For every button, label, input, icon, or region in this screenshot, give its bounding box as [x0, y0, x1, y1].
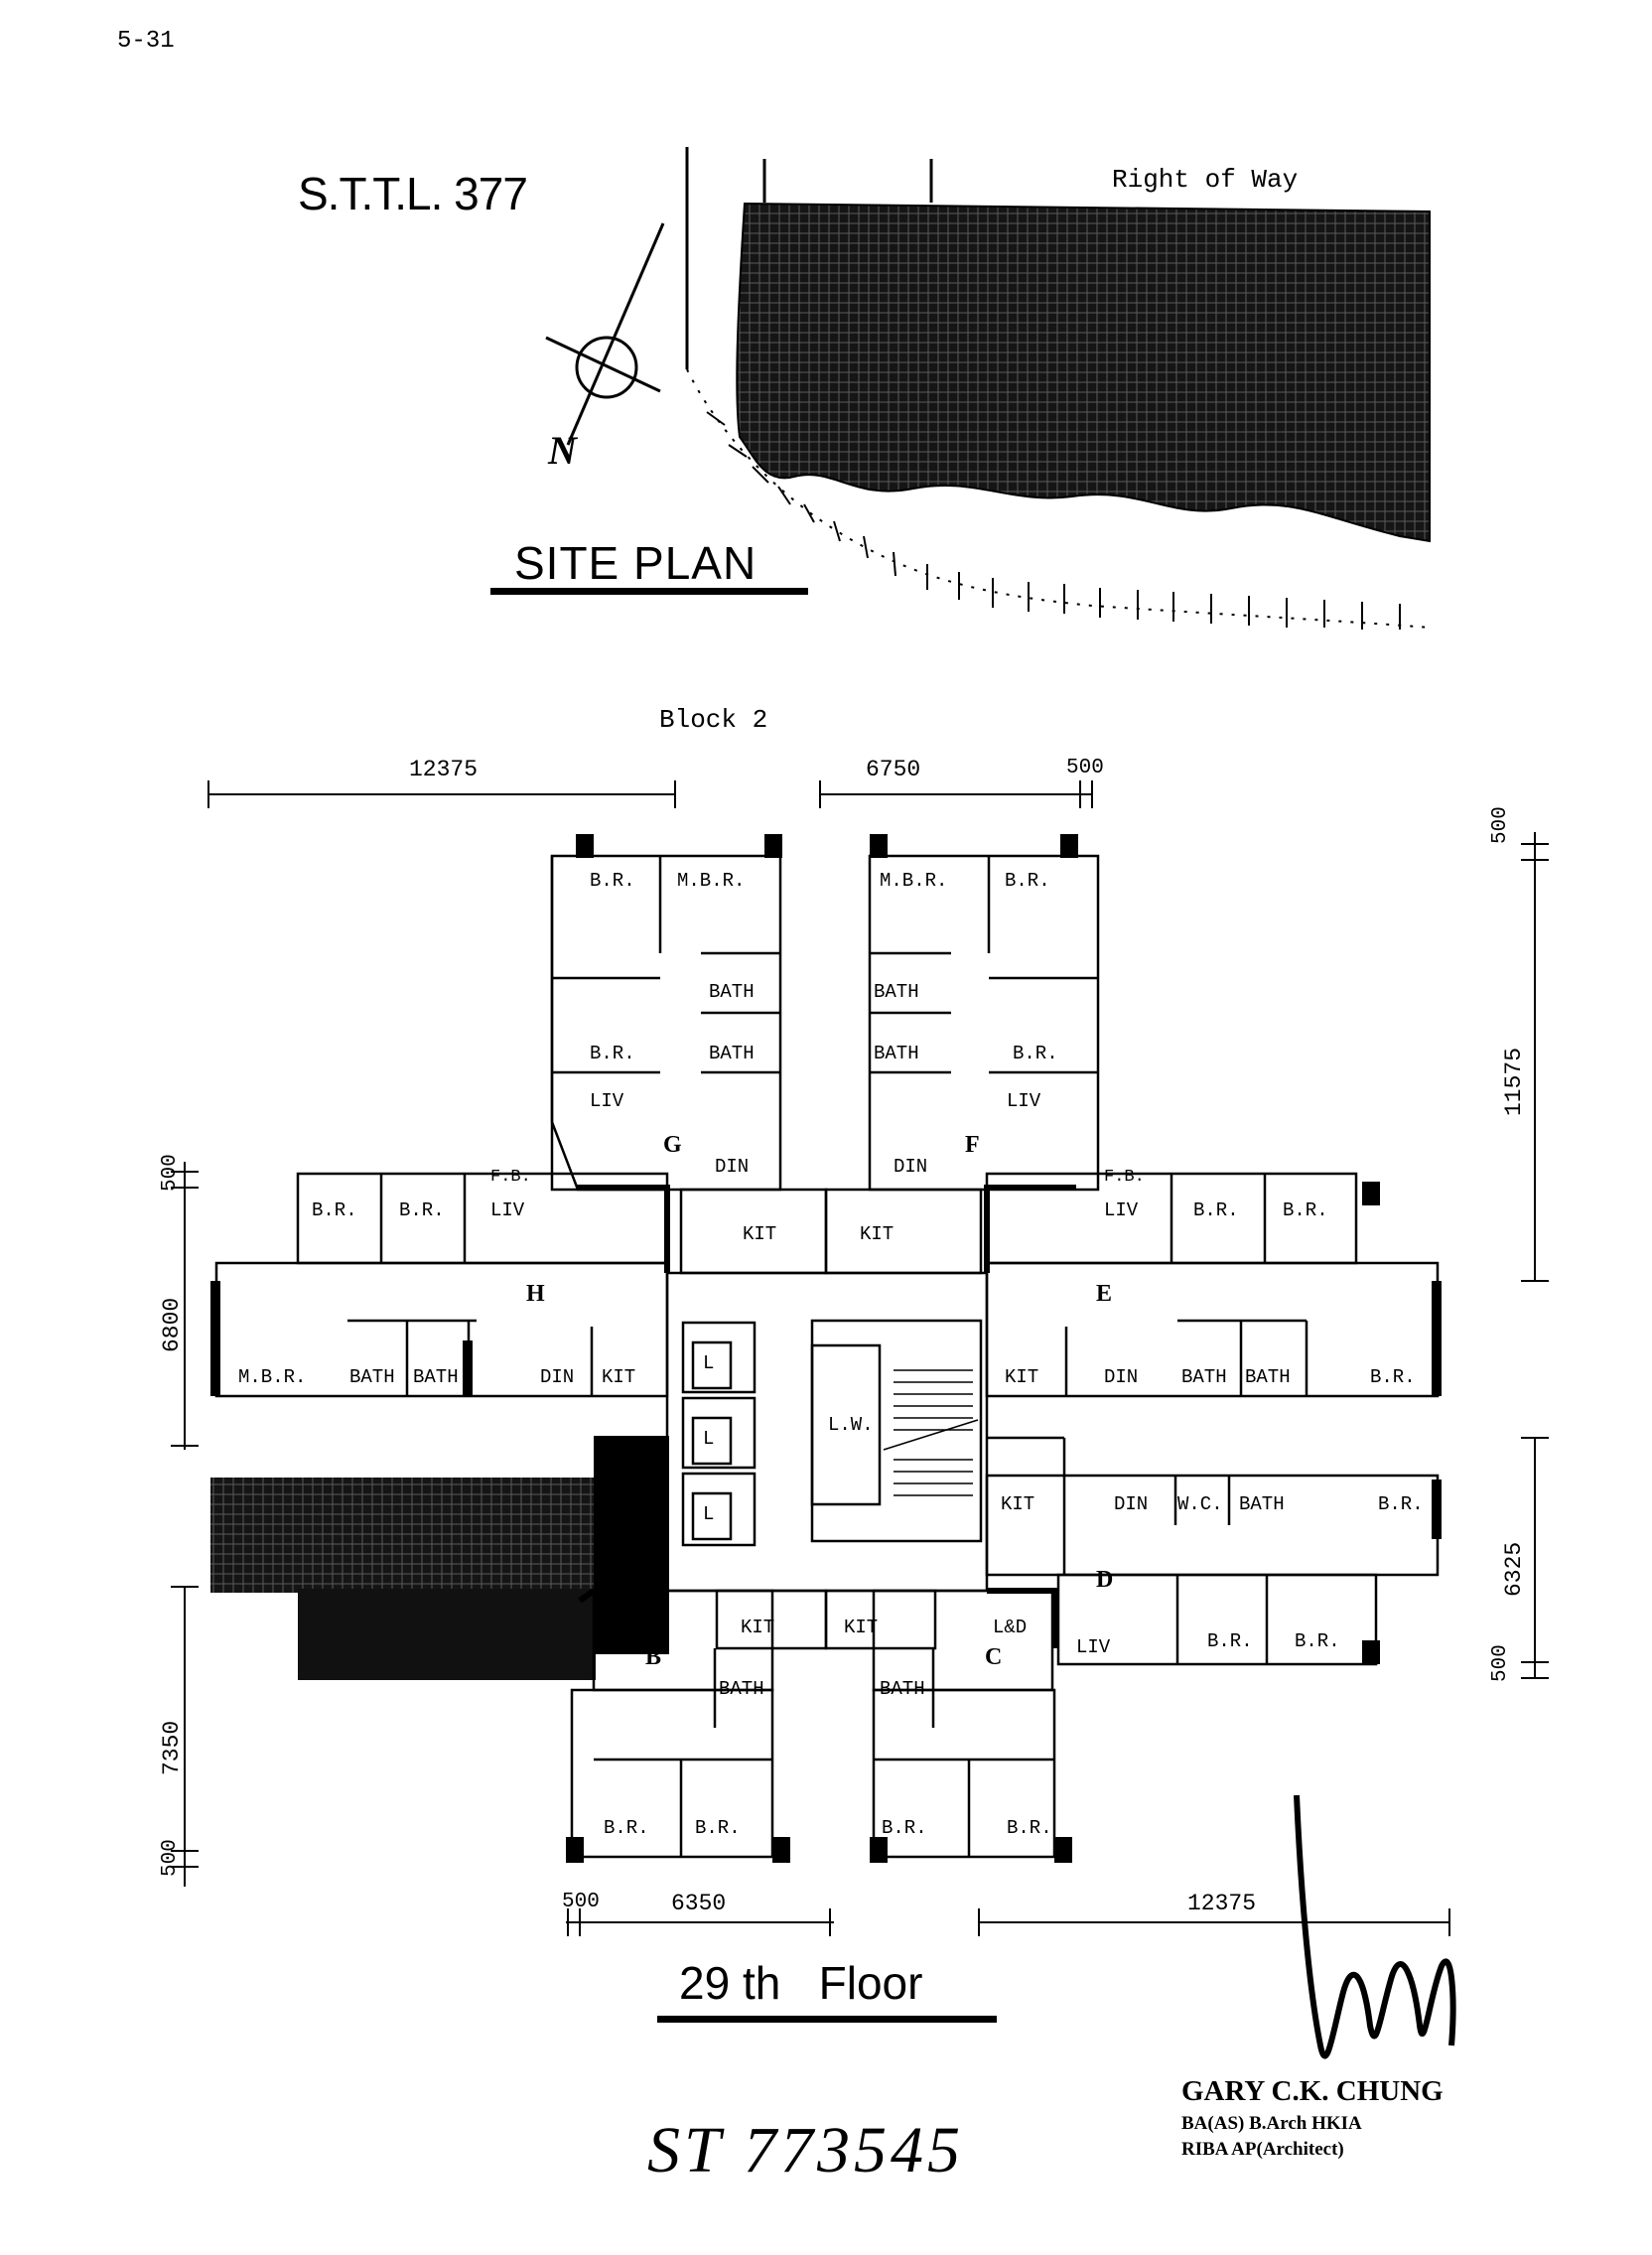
room-d-din: DIN — [1114, 1493, 1149, 1515]
floor-title-underline — [657, 2016, 997, 2023]
room-b-kit: KIT — [741, 1617, 775, 1638]
block-label: Block 2 — [659, 705, 768, 735]
site-plan — [685, 147, 1431, 630]
unit-label-f: F — [965, 1132, 980, 1158]
room-c-bath: BATH — [880, 1678, 925, 1700]
room-h-br-1: B.R. — [312, 1199, 357, 1221]
room-f-br-top: B.R. — [1005, 870, 1050, 892]
room-f-bath-1: BATH — [874, 981, 919, 1003]
north-arrow-icon — [545, 222, 665, 446]
room-b-ld: L&D — [616, 1617, 650, 1638]
dim-right-bottom-small: 500 — [1489, 1644, 1512, 1682]
room-e-br-2: B.R. — [1283, 1199, 1328, 1221]
floor-title: 29 th Floor — [679, 1957, 923, 2009]
architect-credentials-2: RIBA AP(Architect) — [1181, 2139, 1344, 2160]
room-f-liv: LIV — [1007, 1090, 1041, 1112]
architect-credentials-1: BA(AS) B.Arch HKIA — [1181, 2113, 1362, 2134]
dim-left-upper: 6800 — [159, 1297, 185, 1352]
page-number: 5-31 — [117, 28, 175, 55]
unit-label-d: D — [1096, 1567, 1114, 1593]
room-e-bath-2: BATH — [1245, 1366, 1291, 1388]
architect-signature — [1294, 1794, 1456, 2059]
room-b-br-2: B.R. — [695, 1817, 741, 1839]
room-g-din: DIN — [715, 1156, 750, 1178]
room-f-kit: KIT — [860, 1223, 895, 1245]
room-g-br-top: B.R. — [590, 870, 635, 892]
room-e-bath-1: BATH — [1181, 1366, 1227, 1388]
unit-label-b: B — [645, 1644, 662, 1670]
dimension-lines — [171, 780, 1549, 1936]
right-of-way-label: Right of Way — [1112, 165, 1299, 195]
room-d-br-3: B.R. — [1295, 1630, 1340, 1652]
dim-bottom-mid: 6350 — [671, 1891, 727, 1916]
room-g-liv: LIV — [590, 1090, 624, 1112]
room-b-br-1: B.R. — [604, 1817, 649, 1839]
lift-1-label: L — [703, 1352, 715, 1374]
site-plan-underline — [490, 588, 808, 595]
dim-right-lower: 6325 — [1501, 1541, 1527, 1597]
room-h-bath-2: BATH — [413, 1366, 459, 1388]
dim-bottom-small: 500 — [562, 1891, 600, 1913]
room-g-bath-1: BATH — [709, 981, 755, 1003]
dim-left-lower: 7350 — [159, 1720, 185, 1775]
room-d-br-2: B.R. — [1207, 1630, 1253, 1652]
architect-name: GARY C.K. CHUNG — [1181, 2075, 1444, 2107]
room-h-mbr: M.B.R. — [238, 1366, 307, 1388]
hatched-adjacent-block — [210, 1436, 669, 1680]
dim-top-mid: 6750 — [866, 757, 921, 782]
room-d-bath: BATH — [1239, 1493, 1285, 1515]
lift-3-label: L — [703, 1503, 715, 1525]
room-e-kit: KIT — [1005, 1366, 1039, 1388]
floor-plan — [210, 834, 1442, 1863]
unit-label-h: H — [526, 1281, 545, 1307]
room-f-mbr: M.B.R. — [880, 870, 948, 892]
site-plan-title: SITE PLAN — [514, 537, 757, 589]
dim-left-bottom-small: 500 — [159, 1839, 182, 1877]
dim-right-top-small: 500 — [1489, 806, 1512, 844]
room-h-fb: F.B. — [490, 1168, 531, 1187]
lift-2-label: L — [703, 1428, 715, 1450]
room-d-br-1: B.R. — [1378, 1493, 1424, 1515]
room-g-bath-2: BATH — [709, 1043, 755, 1064]
room-h-din: DIN — [540, 1366, 575, 1388]
dim-left-top-small: 500 — [159, 1154, 182, 1192]
room-d-kit: KIT — [1001, 1493, 1035, 1515]
room-d-liv: LIV — [1076, 1636, 1111, 1658]
room-h-br-2: B.R. — [399, 1199, 445, 1221]
room-c-ld: L&D — [993, 1617, 1028, 1638]
room-e-din: DIN — [1104, 1366, 1139, 1388]
site-building-footprint — [736, 202, 1431, 543]
room-f-din: DIN — [894, 1156, 928, 1178]
handwritten-reference: ST 773545 — [647, 2114, 965, 2186]
room-b-bath: BATH — [719, 1678, 764, 1700]
room-f-bath-2: BATH — [874, 1043, 919, 1064]
room-d-wc: W.C. — [1177, 1493, 1223, 1515]
room-g-mbr: M.B.R. — [677, 870, 746, 892]
room-h-bath-1: BATH — [349, 1366, 395, 1388]
room-c-br-2: B.R. — [1007, 1817, 1052, 1839]
unit-label-e: E — [1096, 1281, 1113, 1307]
room-e-br-1: B.R. — [1193, 1199, 1239, 1221]
room-h-liv: LIV — [490, 1199, 525, 1221]
room-g-br-mid: B.R. — [590, 1043, 635, 1064]
room-e-br-3: B.R. — [1370, 1366, 1416, 1388]
room-e-fb: F.B. — [1104, 1168, 1145, 1187]
dim-right-upper: 11575 — [1501, 1047, 1527, 1116]
room-f-br-mid: B.R. — [1013, 1043, 1058, 1064]
room-e-liv: LIV — [1104, 1199, 1139, 1221]
lot-title: S.T.T.L. 377 — [298, 168, 528, 219]
room-g-kit: KIT — [743, 1223, 777, 1245]
room-c-br-1: B.R. — [882, 1817, 927, 1839]
room-h-kit: KIT — [602, 1366, 636, 1388]
dim-top-left: 12375 — [409, 757, 479, 782]
dim-top-right: 500 — [1066, 757, 1104, 779]
room-c-kit: KIT — [844, 1617, 879, 1638]
room-lw: L.W. — [828, 1414, 874, 1436]
dim-bottom-right: 12375 — [1187, 1891, 1257, 1916]
unit-label-c: C — [985, 1644, 1003, 1670]
unit-label-g: G — [663, 1132, 682, 1158]
